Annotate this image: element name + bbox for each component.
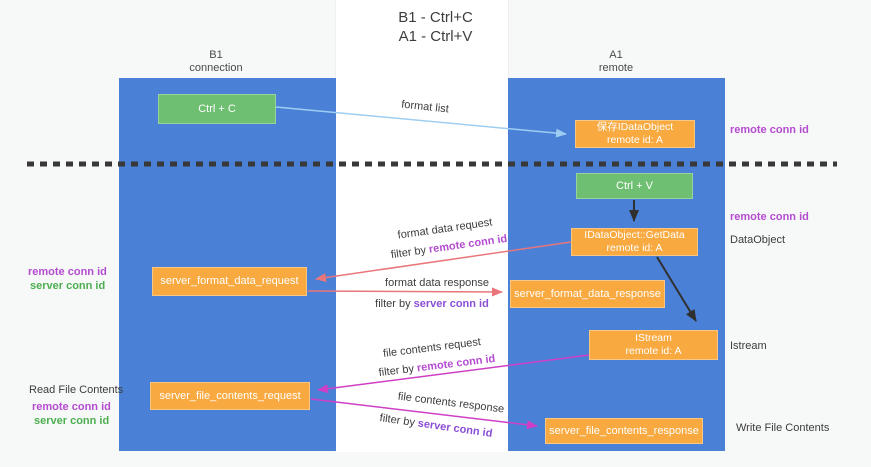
server-file-contents-response-node: server_file_contents_response (545, 418, 703, 444)
save-dataobject-line1: 保存IDataObject (596, 121, 674, 133)
left-server-conn-id-label-1: server conn id (30, 280, 106, 292)
left-read-file-contents-label: Read File Contents (29, 384, 124, 396)
right-remote-conn-id-label-2: remote conn id (730, 211, 809, 223)
save-dataobject-line2: remote id: A (606, 134, 664, 146)
istream-line2: remote id: A (625, 345, 682, 357)
filter-by-text: filter by (375, 298, 411, 310)
ctrl-v-label: Ctrl + V (616, 179, 653, 192)
getdata-line2: remote id: A (606, 242, 663, 254)
ctrl-c-label: Ctrl + C (198, 102, 236, 115)
getdata-node: IDataObject::GetData remote id: A (571, 228, 698, 256)
right-dataobject-label: DataObject (730, 234, 786, 246)
right-column-header: A1 remote (599, 49, 633, 75)
server-format-data-request-node: server_format_data_request (152, 267, 307, 296)
save-dataobject-node: 保存IDataObject remote id: A (575, 120, 695, 148)
left-remote-conn-id-label-2: remote conn id (32, 401, 111, 413)
diagram-title: B1 - Ctrl+C A1 - Ctrl+V (0, 8, 871, 46)
server-format-data-response-node: server_format_data_response (510, 280, 665, 308)
format-data-response-label: format data response (385, 277, 489, 289)
right-istream-label: Istream (730, 340, 767, 352)
istream-line1: IStream (635, 332, 672, 344)
right-column-name: A1 (609, 49, 623, 61)
ctrl-c-node: Ctrl + C (158, 94, 276, 124)
left-column-header: B1 connection (189, 49, 242, 75)
server-format-data-response-label: server_format_data_response (514, 287, 661, 300)
left-remote-conn-id-label-1: remote conn id (28, 266, 107, 278)
server-format-data-request-label: server_format_data_request (160, 275, 299, 287)
left-column-name: B1 (209, 49, 223, 61)
title-line-1: B1 - Ctrl+C (398, 9, 473, 26)
getdata-line1: IDataObject::GetData (584, 229, 685, 241)
right-remote-conn-id-label-1: remote conn id (730, 124, 809, 136)
title-line-2: A1 - Ctrl+V (398, 28, 473, 45)
right-write-file-contents-label: Write File Contents (736, 422, 830, 434)
istream-node: IStream remote id: A (589, 330, 718, 360)
server-file-contents-response-label: server_file_contents_response (549, 424, 699, 437)
right-column-subtitle: remote (598, 62, 634, 74)
server-conn-id-text: server conn id (413, 298, 489, 310)
left-server-conn-id-label-2: server conn id (34, 415, 110, 427)
server-file-contents-request-label: server_file_contents_request (159, 389, 301, 402)
left-column-subtitle: connection (189, 62, 243, 74)
server-file-contents-request-node: server_file_contents_request (150, 382, 310, 410)
ctrl-v-node: Ctrl + V (576, 173, 693, 199)
